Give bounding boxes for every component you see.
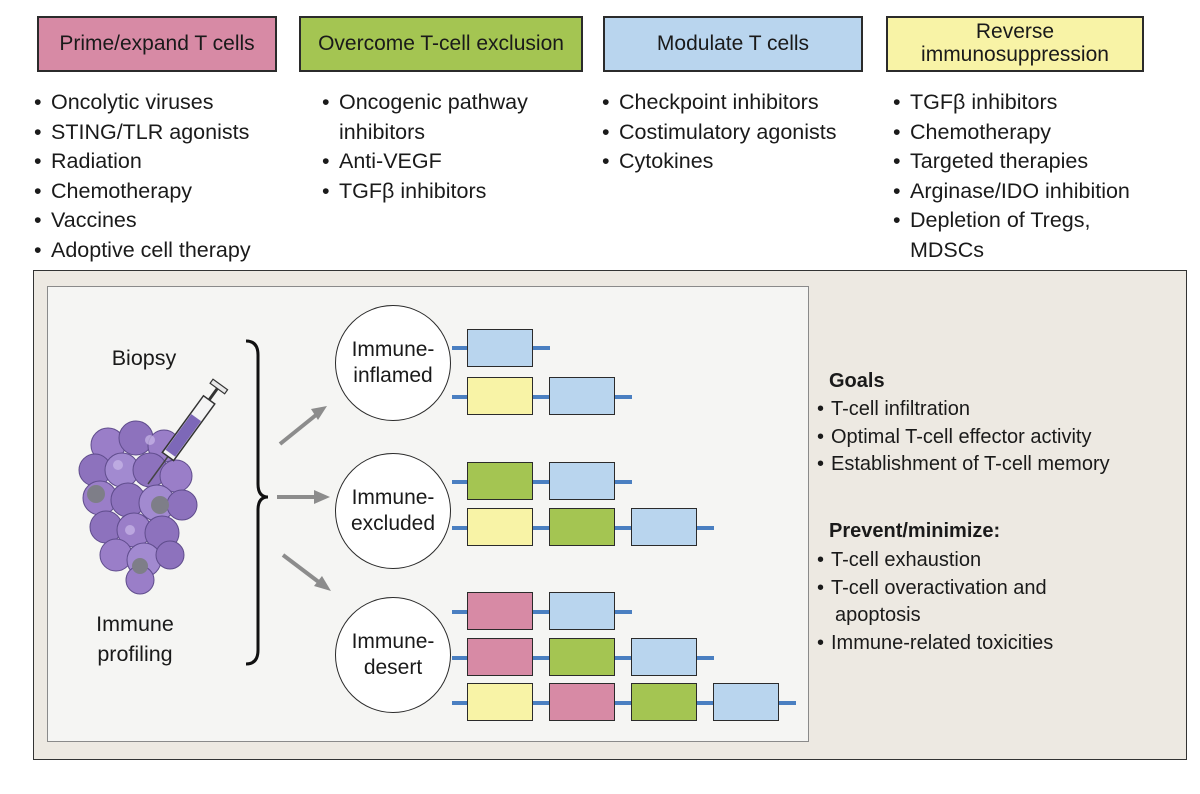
therapy-lane <box>452 701 796 705</box>
list-item: Oncolytic viruses <box>33 88 295 118</box>
list-item: TGFβ inhibitors <box>892 88 1182 118</box>
list-item: Optimal T-cell effector activity <box>817 424 1177 452</box>
exclusion-list: Oncogenic pathway inhibitors Anti-VEGF T… <box>321 88 571 206</box>
therapy-block-yellow <box>467 508 533 546</box>
therapy-block-blue <box>631 508 697 546</box>
list-item: Arginase/IDO inhibition <box>892 177 1182 207</box>
category-box-prime: Prime/expand T cells <box>37 16 277 72</box>
therapy-lane <box>452 395 632 399</box>
therapy-block-green <box>549 638 615 676</box>
reverse-list: TGFβ inhibitors Chemotherapy Targeted th… <box>892 88 1182 265</box>
list-item: Costimulatory agonists <box>601 118 891 148</box>
arrow-icon <box>277 490 330 504</box>
therapy-lane <box>452 480 632 484</box>
prevent-heading: Prevent/minimize: <box>829 520 1001 542</box>
tumor-cells-icon <box>78 420 198 595</box>
category-box-reverse: Reverse immunosuppression <box>886 16 1144 72</box>
list-item: Radiation <box>33 147 295 177</box>
therapy-block-blue <box>549 592 615 630</box>
therapy-block-pink <box>549 683 615 721</box>
modulate-list: Checkpoint inhibitors Costimulatory agon… <box>601 88 891 177</box>
list-item: Vaccines <box>33 206 295 236</box>
immune-profiling-label: Immune profiling <box>96 612 174 666</box>
prime-list: Oncolytic viruses STING/TLR agonists Rad… <box>33 88 295 265</box>
list-item: Cytokines <box>601 147 891 177</box>
list-item: T-cell infiltration <box>817 396 1177 424</box>
therapy-block-blue <box>549 377 615 415</box>
biopsy-label: Biopsy <box>111 346 177 370</box>
immune-inflamed-circle: Immune- inflamed <box>335 305 451 421</box>
immune-excluded-circle: Immune- excluded <box>335 453 451 569</box>
therapy-block-pink <box>467 592 533 630</box>
goals-list: T-cell infiltration Optimal T-cell effec… <box>817 396 1177 479</box>
therapy-lane <box>452 610 632 614</box>
list-item: Immune-related toxicities <box>817 630 1177 658</box>
arrow-icon <box>281 553 331 591</box>
bracket-icon <box>245 339 269 666</box>
list-item: Anti-VEGF <box>321 147 571 177</box>
category-title: Reverse immunosuppression <box>921 20 1109 66</box>
therapy-block-blue <box>467 329 533 367</box>
prevent-list: T-cell exhaustion T-cell overactivation … <box>817 547 1177 657</box>
arrow-icon <box>278 406 327 446</box>
therapy-block-green <box>631 683 697 721</box>
list-item: Targeted therapies <box>892 147 1182 177</box>
category-box-modulate: Modulate T cells <box>603 16 863 72</box>
therapy-block-yellow <box>467 377 533 415</box>
category-box-exclusion: Overcome T-cell exclusion <box>299 16 583 72</box>
syringe-icon <box>147 378 229 485</box>
category-title: Prime/expand T cells <box>59 31 255 55</box>
therapy-block-blue <box>631 638 697 676</box>
list-item: TGFβ inhibitors <box>321 177 571 207</box>
list-item: Checkpoint inhibitors <box>601 88 891 118</box>
list-item: Chemotherapy <box>33 177 295 207</box>
list-item: Depletion of Tregs, MDSCs <box>892 206 1136 265</box>
list-item: T-cell exhaustion <box>817 547 1177 575</box>
therapy-block-green <box>467 462 533 500</box>
category-title: Modulate T cells <box>656 31 810 55</box>
therapy-block-pink <box>467 638 533 676</box>
list-item: Oncogenic pathway inhibitors <box>321 88 571 147</box>
therapy-block-blue <box>713 683 779 721</box>
list-item: Chemotherapy <box>892 118 1182 148</box>
category-title: Overcome T-cell exclusion <box>318 31 564 55</box>
immune-desert-circle: Immune- desert <box>335 597 451 713</box>
list-item: STING/TLR agonists <box>33 118 295 148</box>
therapy-block-blue <box>549 462 615 500</box>
therapy-block-yellow <box>467 683 533 721</box>
list-item: Establishment of T-cell memory <box>817 451 1177 479</box>
list-item: Adoptive cell therapy <box>33 236 295 266</box>
goals-heading: Goals <box>829 370 885 392</box>
therapy-block-green <box>549 508 615 546</box>
